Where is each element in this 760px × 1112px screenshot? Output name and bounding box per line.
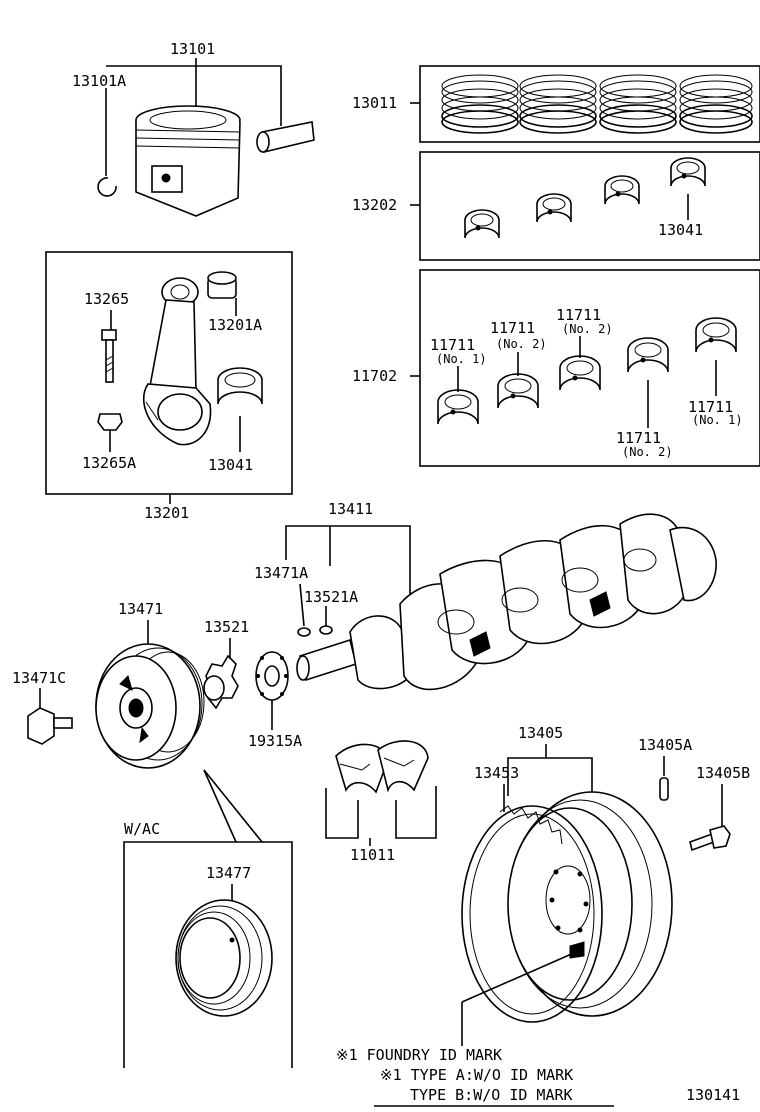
label-13471a: 13471A (254, 564, 308, 582)
label-13011: 13011 (352, 94, 397, 112)
label-13521: 13521 (204, 618, 249, 636)
note-line-1: ※1 FOUNDRY ID MARK (336, 1046, 502, 1064)
conrod-box: 13201 13265 (45, 251, 293, 522)
thrust-washers-illustration (335, 740, 429, 794)
label-11702: 11702 (352, 367, 397, 385)
label-13101: 13101 (170, 40, 215, 58)
note-line-3: TYPE B:W/O ID MARK (410, 1086, 573, 1104)
flywheel-illustration (507, 791, 673, 1017)
crankshaft-group: 13411 13471A 13521A (254, 500, 717, 691)
label-11011: 11011 (350, 846, 395, 864)
label-13405: 13405 (518, 724, 563, 742)
label-13521a: 13521A (304, 588, 358, 606)
label-11711-c: 11711 (556, 306, 601, 324)
ac-pulley-box: W/AC 13477 (123, 769, 293, 1068)
label-11711-d-note: (No. 1) (692, 413, 743, 427)
label-11711-c-note: (No. 2) (562, 322, 613, 336)
rod-bearing-set-box: 13202 13041 (352, 151, 760, 261)
notes-block: ※1 FOUNDRY ID MARK ※1 TYPE A:W/O ID MARK… (336, 1046, 740, 1107)
pulley-bolt-illustration (27, 707, 73, 745)
label-13405a: 13405A (638, 736, 692, 754)
rod-bearings-illustration (464, 157, 706, 239)
label-11711-a: 11711 (430, 336, 475, 354)
label-13405b: 13405B (696, 764, 750, 782)
pin-bushing-illustration (207, 271, 237, 299)
label-13411: 13411 (328, 500, 373, 518)
crank-pulley-illustration (95, 643, 205, 769)
rod-bearing-illustration (217, 367, 263, 405)
piston-rings-illustration (441, 74, 753, 134)
label-13202: 13202 (352, 196, 397, 214)
rod-bolt-illustration (101, 329, 117, 383)
label-11711-d: 11711 (688, 398, 733, 416)
label-w-ac: W/AC (124, 820, 160, 838)
label-13201a: 13201A (208, 316, 262, 334)
front-pulley-group: 13471 13521 19315A 13471C (12, 600, 302, 769)
label-13471c: 13471C (12, 669, 66, 687)
piston-illustration (135, 105, 241, 217)
ac-pulley-illustration (175, 899, 273, 1017)
flywheel-group: 13405 13453 13405A 13405B (461, 724, 750, 1046)
label-13041-left: 13041 (208, 456, 253, 474)
label-19315a: 19315A (248, 732, 302, 750)
label-13101a: 13101A (72, 72, 126, 90)
note-line-2: ※1 TYPE A:W/O ID MARK (380, 1066, 573, 1084)
label-11711-b: 11711 (490, 319, 535, 337)
ring-set-box: 13011 (352, 65, 760, 143)
label-13265: 13265 (84, 290, 129, 308)
label-11711-b-note: (No. 2) (496, 337, 547, 351)
main-bearing-set-box: 11702 11711 (No. 1) 11711 (No. 2) 11711 … (352, 269, 760, 467)
label-11711-e: 11711 (616, 429, 661, 447)
label-11711-e-note: (No. 2) (622, 445, 673, 459)
connecting-rod-illustration (143, 277, 212, 446)
label-13265a: 13265A (82, 454, 136, 472)
crankshaft-illustration (296, 513, 717, 691)
crank-gear-illustration (203, 654, 239, 710)
thrust-washer-group: 11011 (325, 740, 437, 864)
label-13453: 13453 (474, 764, 519, 782)
label-13471: 13471 (118, 600, 163, 618)
piston-pin-illustration (256, 121, 315, 153)
snap-ring-illustration (97, 177, 117, 197)
pulley-washer-illustration (255, 651, 289, 701)
label-13201: 13201 (144, 504, 189, 522)
crank-keys-illustration (297, 625, 333, 637)
label-13041-top: 13041 (658, 221, 703, 239)
illustration-number: 130141 (686, 1086, 740, 1104)
piston-group: 13101 13101A (72, 40, 315, 217)
ring-gear-illustration (461, 805, 603, 1023)
label-11711-a-note: (No. 1) (436, 352, 487, 366)
main-bearings-illustration (437, 317, 737, 425)
flywheel-bolt-illustration (689, 825, 731, 852)
rod-nut-illustration (97, 413, 123, 431)
flywheel-pin-illustration (659, 777, 669, 801)
label-13477: 13477 (206, 864, 251, 882)
